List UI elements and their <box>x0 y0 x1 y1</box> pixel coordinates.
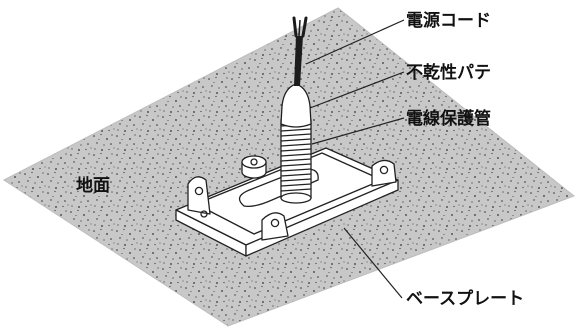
leader-power-cord <box>305 19 405 65</box>
leader-base-plate <box>343 227 403 299</box>
label-conduit: 電線保護管 <box>406 108 491 129</box>
power-cord <box>292 16 308 86</box>
putty <box>280 83 312 128</box>
leader-putty <box>309 71 405 109</box>
label-base-plate: ベースプレート <box>406 288 524 309</box>
conduit <box>280 119 312 204</box>
leader-conduit <box>311 117 405 145</box>
label-power-cord: 電源コード <box>406 10 491 31</box>
label-ground: 地面 <box>76 175 110 196</box>
label-putty: 不乾性パテ <box>406 62 491 83</box>
